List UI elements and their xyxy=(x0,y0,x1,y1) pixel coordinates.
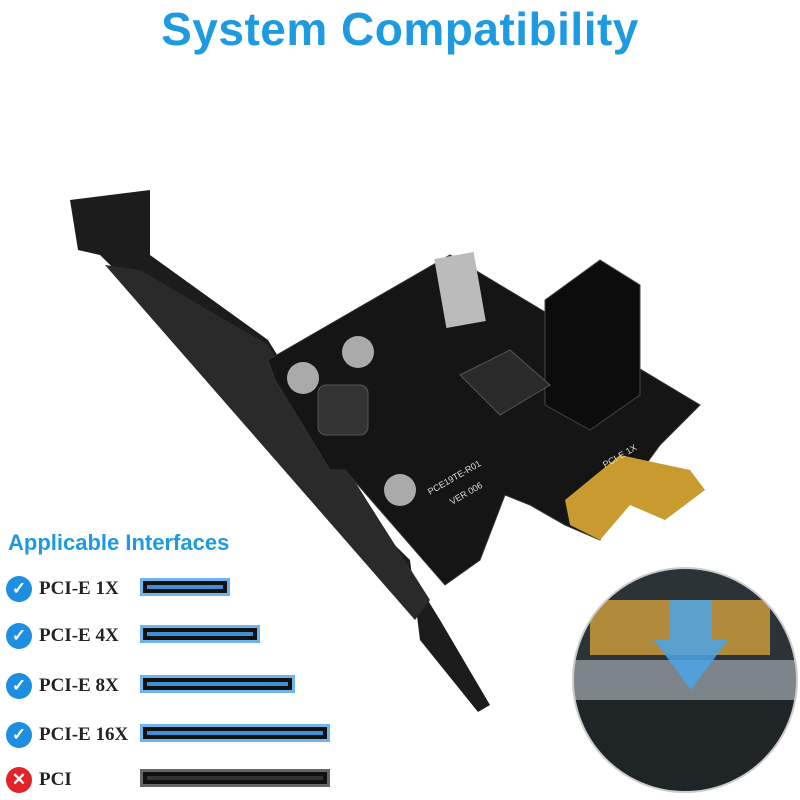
page-title: System Compatibility xyxy=(161,3,639,55)
check-icon: ✓ xyxy=(6,623,32,649)
interface-label: PCI-E 8X xyxy=(39,675,119,696)
interface-row: ✕ PCI xyxy=(6,766,330,794)
pcie-slot-image xyxy=(140,625,260,643)
interface-label: PCI xyxy=(39,769,72,790)
capacitor xyxy=(287,362,319,394)
capacitor xyxy=(384,474,416,506)
usb-header-connector xyxy=(544,259,641,431)
pcie-slot-image xyxy=(140,675,295,693)
interface-label: PCI-E 1X xyxy=(39,578,119,599)
capacitor xyxy=(342,336,374,368)
interface-row: ✓ PCI-E 4X xyxy=(6,622,260,650)
interfaces-heading: Applicable Interfaces xyxy=(8,530,230,555)
installation-inset xyxy=(573,568,797,792)
pcie-slot-image xyxy=(140,578,230,596)
bracket-face xyxy=(105,265,430,620)
arrow-down-icon xyxy=(654,600,728,690)
usb-c-key-connector xyxy=(434,252,486,328)
controller-chip xyxy=(459,349,551,416)
interface-label: PCI-E 16X xyxy=(39,724,129,745)
gold-contacts xyxy=(565,455,705,540)
cross-icon: ✕ xyxy=(6,767,32,793)
pci-slot-image xyxy=(140,769,330,787)
interface-label: PCI-E 4X xyxy=(39,625,119,646)
check-icon: ✓ xyxy=(6,722,32,748)
interface-row: ✓ PCI-E 16X xyxy=(6,721,330,749)
inductor xyxy=(317,384,369,436)
check-icon: ✓ xyxy=(6,576,32,602)
pcie-slot-image xyxy=(140,724,330,742)
interface-row: ✓ PCI-E 1X xyxy=(6,575,230,603)
interface-row: ✓ PCI-E 8X xyxy=(6,672,295,700)
check-icon: ✓ xyxy=(6,673,32,699)
